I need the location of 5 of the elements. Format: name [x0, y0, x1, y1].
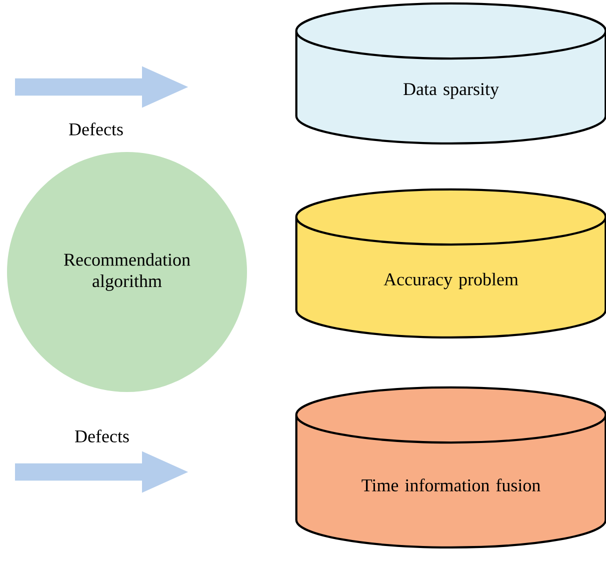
arrow-label: Defects	[69, 122, 123, 136]
cylinder: Time information fusion	[295, 386, 606, 548]
cylinder: Accuracy problem	[295, 188, 606, 338]
arrow-label: Defects	[75, 430, 129, 442]
cylinder: Data sparsity	[295, 2, 606, 144]
